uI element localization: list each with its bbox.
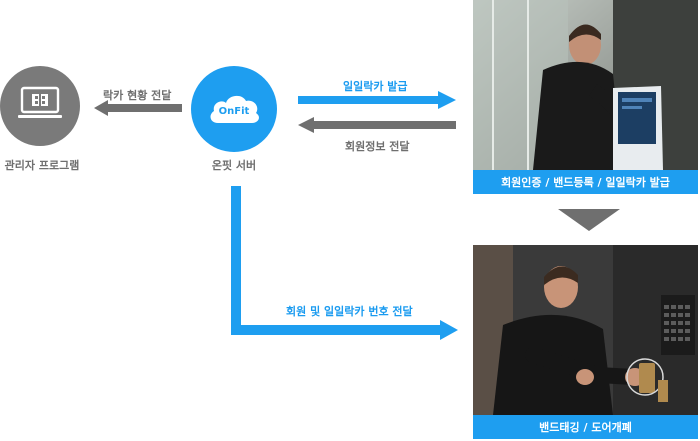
door-scene [473, 245, 698, 439]
down-arrow-icon [558, 209, 620, 231]
server-node: OnFit [191, 66, 277, 152]
onfit-logo-text: OnFit [218, 106, 250, 117]
arrow-member-info [298, 117, 456, 133]
door-photo-panel: 밴드태깅 / 도어개폐 [473, 245, 698, 439]
arrow-daily-locker-issue [298, 91, 456, 109]
arrow-member-locker-number [231, 186, 458, 340]
server-label: 온핏 서버 [211, 159, 257, 172]
locker-status-label: 락카 현황 전달 [103, 89, 172, 102]
admin-label: 관리자 프로그램 [4, 159, 80, 172]
cloud-icon: OnFit [206, 91, 262, 127]
arrow-locker-status [94, 100, 182, 116]
daily-locker-issue-label: 일일락카 발급 [343, 80, 408, 93]
monitor-icon [18, 86, 62, 126]
member-locker-number-label: 회원 및 일일락카 번호 전달 [286, 305, 413, 318]
kiosk-caption: 회원인증 / 밴드등록 / 일일락카 발급 [473, 170, 698, 194]
door-caption: 밴드태깅 / 도어개폐 [473, 415, 698, 439]
kiosk-photo-panel: 회원인증 / 밴드등록 / 일일락카 발급 [473, 0, 698, 194]
member-info-label: 회원정보 전달 [345, 140, 410, 153]
kiosk-scene [473, 0, 698, 194]
admin-node [0, 66, 80, 146]
